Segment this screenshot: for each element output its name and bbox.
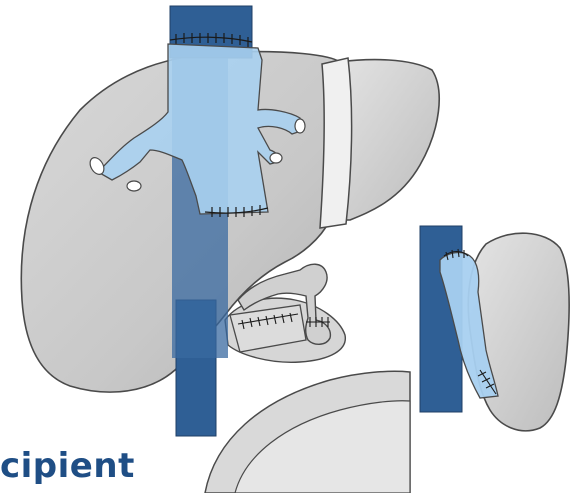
cut-surface-band <box>320 58 352 228</box>
vessel-stump-right-upper <box>295 119 305 133</box>
caption-label: cipient <box>0 446 135 486</box>
vessel-stump-bottom <box>127 181 141 191</box>
vessel-stump-right-lower <box>270 153 282 163</box>
